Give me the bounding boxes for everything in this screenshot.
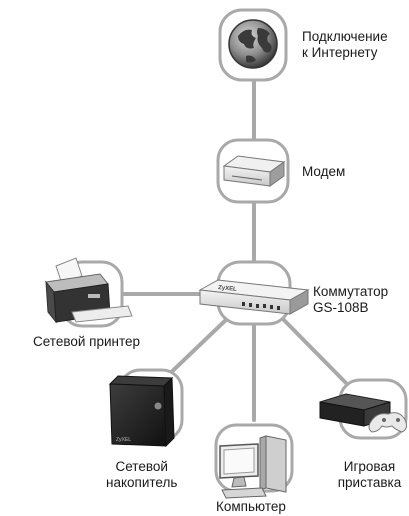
switch-label: Коммутатор GS-108B [313, 284, 389, 315]
modem-label: Модем [302, 164, 346, 179]
nas-icon: ZyXEL [108, 375, 175, 448]
console-label: Игровая приставка [337, 459, 402, 490]
globe-icon [228, 19, 278, 69]
network-switch-icon: ZyXEL [198, 279, 310, 315]
computer-icon [219, 435, 287, 499]
game-console-icon [319, 393, 408, 433]
modem-icon [222, 155, 286, 187]
computer-label: Компьютер [216, 499, 286, 514]
switch-brand: ZyXEL [218, 285, 238, 293]
nas-label: Сетевой накопитель [106, 459, 178, 490]
printer-icon [45, 257, 133, 324]
printer-label: Сетевой принтер [33, 334, 141, 349]
nas-brand: ZyXEL [116, 437, 131, 443]
internet-label: Подключение к Интернету [302, 29, 388, 60]
line-switch-console [278, 314, 348, 385]
